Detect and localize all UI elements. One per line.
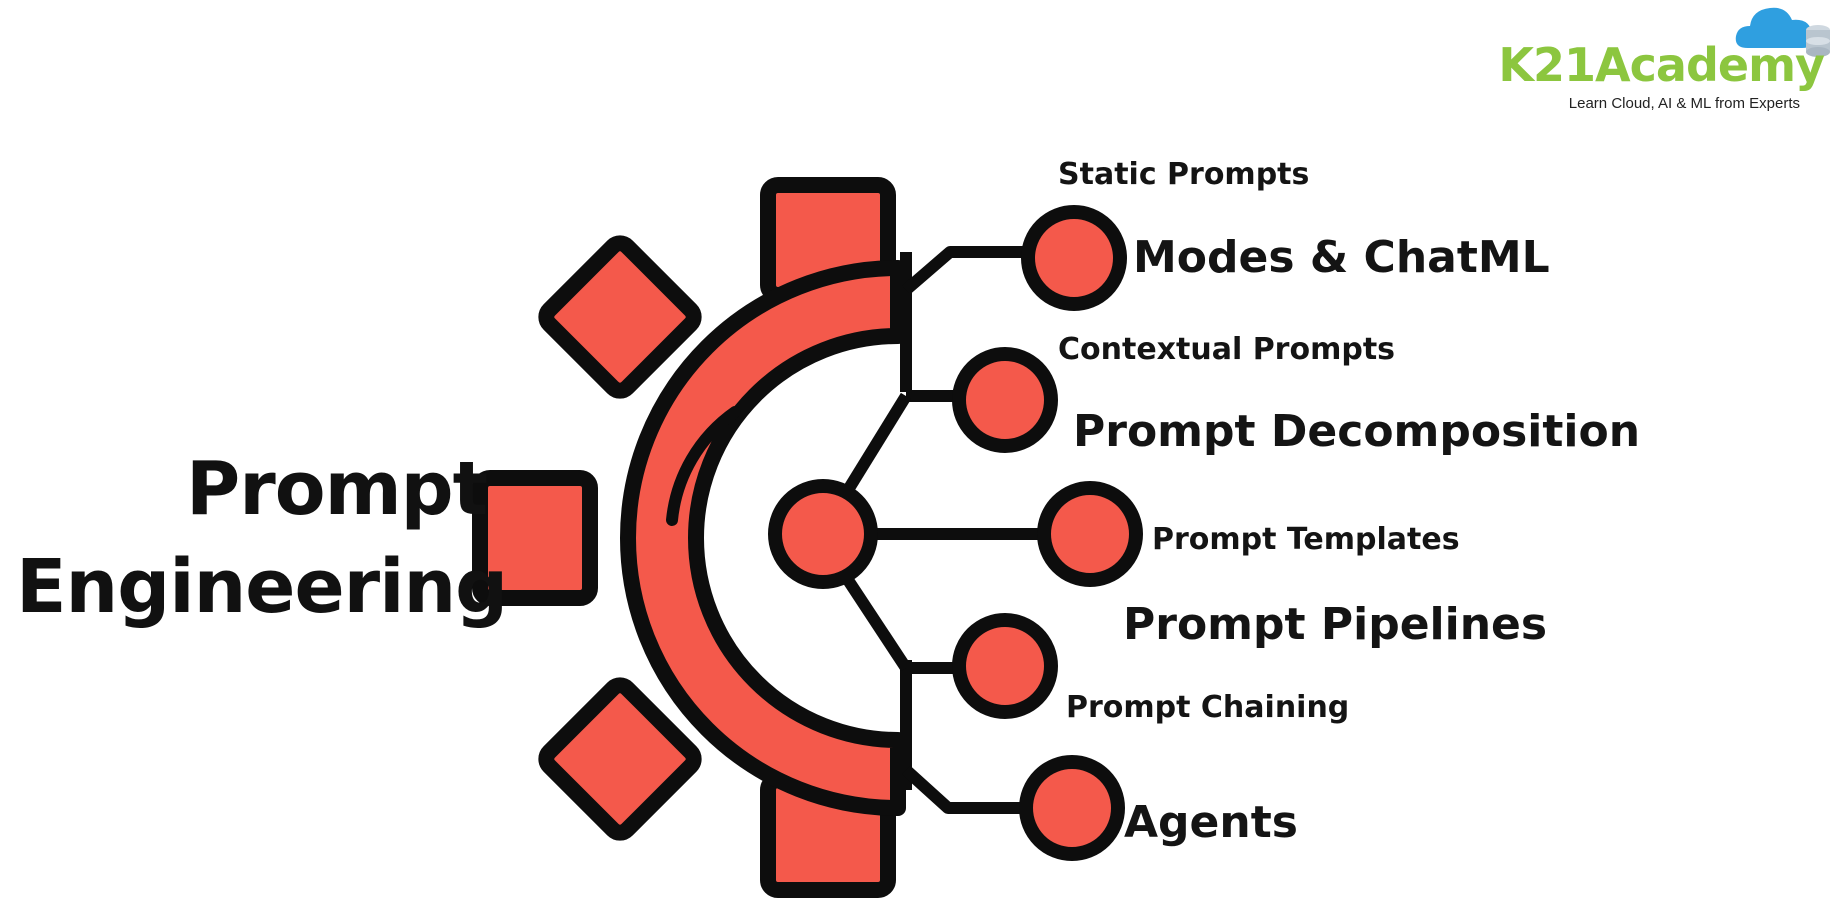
gear-ring — [620, 260, 906, 816]
cloud-database-icon — [1735, 7, 1830, 57]
gear-icon — [472, 177, 906, 898]
logo-tagline: Learn Cloud, AI & ML from Experts — [1568, 95, 1800, 112]
branch-label-prompt-templates: Prompt Templates — [1152, 522, 1460, 557]
branch-label-prompt-chaining: Prompt Chaining — [1066, 690, 1350, 725]
node-circle-icon — [1019, 755, 1125, 861]
node-circle-icon — [952, 613, 1058, 719]
connector-hub-lower — [842, 576, 912, 672]
title-line-1: Prompt — [186, 446, 488, 532]
branch-label-static-prompts: Static Prompts — [1058, 157, 1310, 192]
database-band — [1806, 37, 1830, 45]
node-circle-icon — [1037, 481, 1143, 587]
branch-label-modes-chatml: Modes & ChatML — [1133, 232, 1550, 283]
title-line-2: Engineering — [16, 544, 508, 630]
database-bottom — [1806, 47, 1830, 57]
logo-name: K21Academy — [1498, 38, 1825, 92]
connector-modes — [902, 246, 1030, 295]
brand-logo: K21Academy Learn Cloud, AI & ML from Exp… — [1498, 0, 1830, 118]
gear-tooth-lower-left — [538, 677, 702, 841]
cloud-shape — [1735, 7, 1813, 48]
branch-label-prompt-pipelines: Prompt Pipelines — [1123, 599, 1548, 650]
nodes — [768, 205, 1143, 861]
branch-label-agents: Agents — [1124, 797, 1298, 848]
branch-label-prompt-decomposition: Prompt Decomposition — [1073, 406, 1641, 457]
connector-hub-upper — [842, 392, 912, 494]
gear-tooth-upper-left — [538, 235, 702, 399]
gear-highlight — [666, 406, 741, 526]
gear-tooth-left — [472, 470, 598, 606]
branch-label-contextual-prompts: Contextual Prompts — [1058, 332, 1396, 367]
node-circle-icon — [768, 479, 878, 589]
node-circle-icon — [1021, 205, 1127, 311]
node-circle-icon — [952, 347, 1058, 453]
connector-agents — [901, 765, 1030, 814]
